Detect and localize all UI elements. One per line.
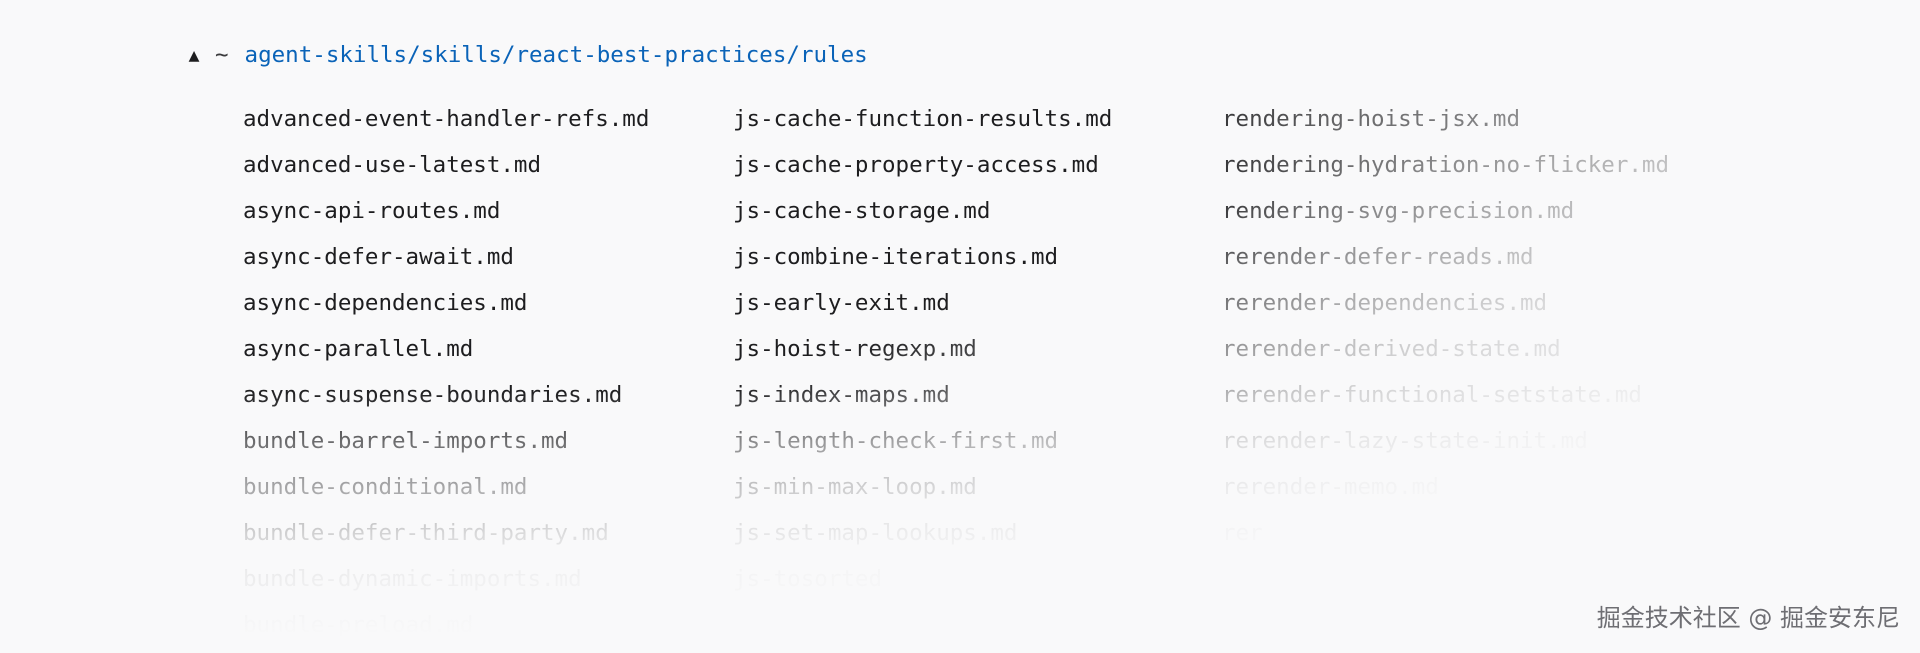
file-entry: async-suspense-boundaries.md — [243, 382, 623, 408]
file-entry: async-api-routes.md — [243, 198, 501, 224]
file-entry: rendering-svg-precision.md — [1222, 198, 1575, 224]
file-entry: js-cache-storage.md — [733, 198, 991, 224]
file-entry: js-min-max-loop.md — [733, 474, 977, 500]
watermark: 掘金技术社区 @ 掘金安东尼 — [1596, 604, 1900, 632]
file-entry: js-cache-function-results.md — [733, 106, 1113, 132]
triangle-icon: ▲ — [188, 44, 200, 66]
file-column-3: rendering-hoist-jsx.md rendering-hydratio… — [1222, 104, 1669, 564]
file-column-2: js-cache-function-results.md js-cache-pro… — [733, 104, 1112, 610]
file-entry: js-index-maps.md — [733, 382, 950, 408]
file-listing: advanced-event-handler-refs.md advanced-u… — [243, 104, 1743, 644]
file-entry: js-combine-iterations.md — [733, 244, 1059, 270]
file-entry: bundle-conditional.md — [243, 474, 528, 500]
current-directory-path: agent-skills/skills/react-best-practices… — [244, 42, 868, 68]
shell-prompt: ▲ ~ agent-skills/skills/react-best-pract… — [185, 40, 868, 70]
file-entry: bundle-preload.md — [243, 612, 474, 638]
file-entry: async-dependencies.md — [243, 290, 528, 316]
file-entry: advanced-event-handler-refs.md — [243, 106, 650, 132]
file-entry: js-cache-property-access.md — [733, 152, 1099, 178]
file-entry: bundle-dynamic-imports.md — [243, 566, 582, 592]
file-entry: rerender-memo.md — [1222, 474, 1439, 500]
file-entry: rendering-hydration-no-flicker.md — [1222, 152, 1670, 178]
file-entry: js-set-map-lookups.md — [733, 520, 1018, 546]
file-entry: rer — [1222, 520, 1263, 546]
file-entry: rerender-lazy-state-init.md — [1222, 428, 1588, 454]
file-entry: rerender-functional-setstate.md — [1222, 382, 1642, 408]
file-entry: bundle-defer-third-party.md — [243, 520, 609, 546]
file-entry: js-early-exit.md — [733, 290, 950, 316]
file-column-1: advanced-event-handler-refs.md advanced-u… — [243, 104, 649, 653]
file-entry: rendering-hoist-jsx.md — [1222, 106, 1521, 132]
file-entry: rerender-defer-reads.md — [1222, 244, 1534, 270]
file-entry: rerender-derived-state.md — [1222, 336, 1561, 362]
file-entry: bundle-barrel-imports.md — [243, 428, 569, 454]
file-entry: js-tosorted — [733, 566, 883, 592]
file-entry: js-hoist-regexp.md — [733, 336, 977, 362]
file-entry: async-parallel.md — [243, 336, 474, 362]
file-entry: async-defer-await.md — [243, 244, 514, 270]
file-entry: js-length-check-first.md — [733, 428, 1059, 454]
prompt-home-symbol: ~ — [215, 42, 229, 68]
file-entry: advanced-use-latest.md — [243, 152, 542, 178]
file-entry: rerender-dependencies.md — [1222, 290, 1548, 316]
